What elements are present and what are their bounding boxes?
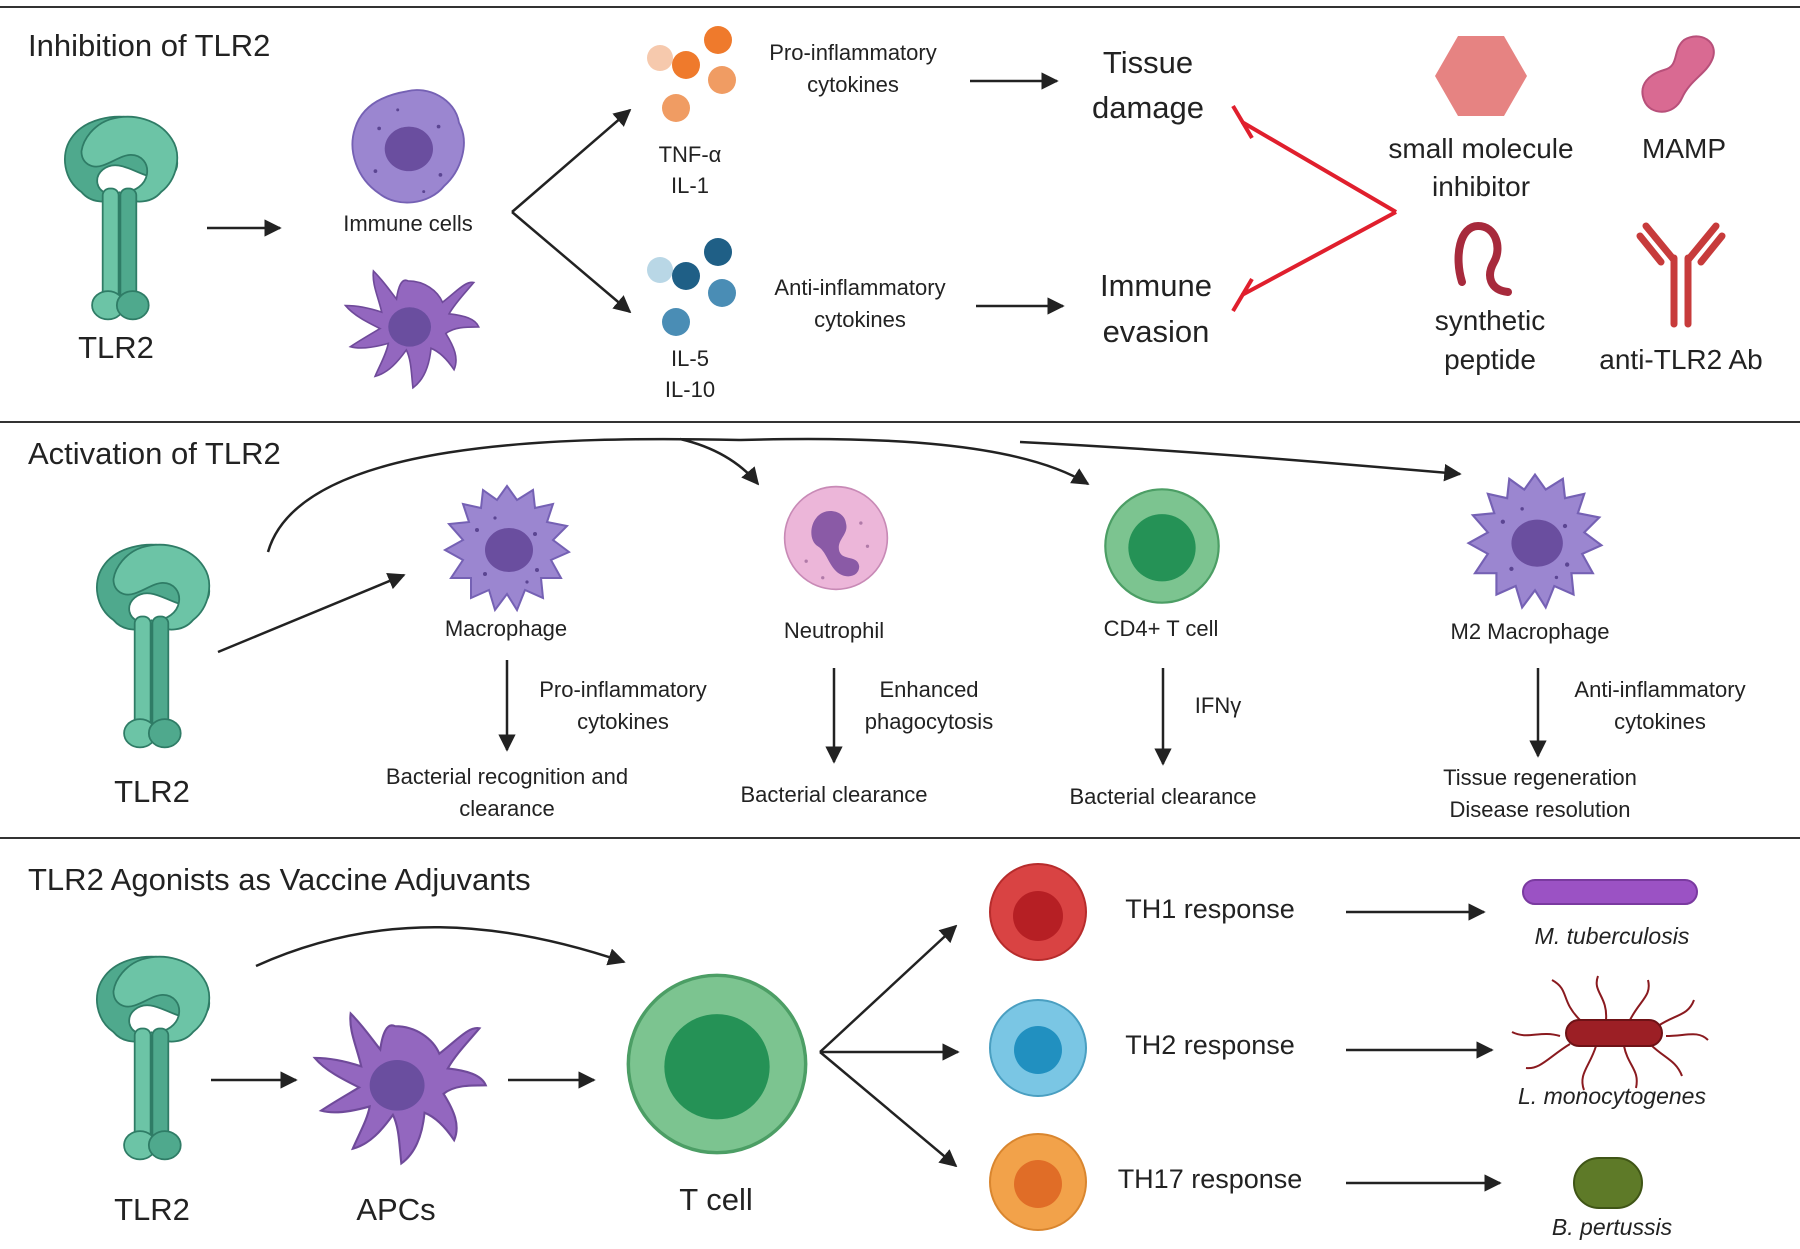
pro-cytokine-1: TNF-α	[659, 142, 722, 167]
mamp-label: MAMP	[1642, 133, 1726, 164]
small-molecule-l1: small molecule	[1388, 133, 1573, 164]
pro-cytokine-icons	[647, 26, 736, 122]
th2-pathogen: L. monocytogenes	[1518, 1083, 1706, 1109]
arrow-to-pro	[511, 108, 632, 213]
mamp-icon	[1641, 35, 1715, 113]
immune-evasion-l2: evasion	[1103, 314, 1210, 349]
inhibition-bar	[1231, 104, 1398, 313]
th1-nucleus	[1013, 891, 1063, 941]
macrophage-arrow-l2: cytokines	[577, 709, 669, 734]
curve-main	[266, 437, 741, 553]
anti-cytokine-2: IL-10	[665, 377, 715, 402]
receptor-label: TLR2	[114, 1192, 190, 1227]
anti-label-1: Anti-inflammatory	[774, 275, 945, 300]
arrow-to-cd4	[739, 437, 1090, 486]
t-cell-icon	[1104, 488, 1220, 604]
macrophage-result-l1: Bacterial recognition and	[386, 764, 628, 789]
th17-label: TH17 response	[1118, 1164, 1303, 1194]
pro-cytokine-2: IL-1	[671, 173, 709, 198]
macrophage-arrow-l1: Pro-inflammatory	[539, 677, 706, 702]
receptor-label: TLR2	[78, 330, 154, 365]
arrow-to-neutrophil	[679, 437, 760, 486]
neutrophil-arrow-l2: phagocytosis	[865, 709, 993, 734]
section-title-activation: Activation of TLR2	[28, 436, 281, 471]
section-title-inhibition: Inhibition of TLR2	[28, 28, 270, 63]
immune-evasion-l1: Immune	[1100, 268, 1212, 303]
arrow-to-th1	[819, 924, 958, 1053]
arrow-to-m2	[1019, 440, 1462, 482]
neutrophil-result: Bacterial clearance	[740, 782, 927, 807]
bacterium-icon	[1522, 879, 1698, 905]
m2-arrow-l1: Anti-inflammatory	[1574, 677, 1745, 702]
inhibition-section: Inhibition of TLR2 TLR2 Immune cells TNF…	[28, 26, 1763, 402]
macrophage-label: Macrophage	[445, 616, 567, 641]
macrophage-icon	[1467, 473, 1603, 609]
peptide-l2: peptide	[1444, 344, 1536, 375]
neutrophil-label: Neutrophil	[784, 618, 884, 643]
th2-label: TH2 response	[1125, 1030, 1295, 1060]
antibody-label: anti-TLR2 Ab	[1599, 344, 1762, 375]
pro-label-1: Pro-inflammatory	[769, 40, 936, 65]
arrow-to-th17	[819, 1051, 958, 1168]
th17-pathogen: B. pertussis	[1552, 1214, 1673, 1240]
vaccine-section: TLR2 Agonists as Vaccine Adjuvants TLR2 …	[28, 862, 1709, 1240]
macrophage-icon	[351, 89, 465, 204]
dendritic-cell-icon	[313, 1012, 487, 1165]
antibody-icon	[1636, 222, 1726, 328]
small-molecule-l2: inhibitor	[1432, 171, 1530, 202]
anti-label-2: cytokines	[814, 307, 906, 332]
immune-cells-label: Immune cells	[343, 211, 473, 236]
th1-label: TH1 response	[1125, 894, 1295, 924]
tissue-damage-l1: Tissue	[1103, 45, 1193, 80]
apcs-label: APCs	[356, 1192, 435, 1227]
tlr2-receptor-icon	[95, 543, 211, 749]
macrophage-icon	[444, 485, 570, 611]
neutrophil-icon	[783, 485, 889, 591]
dendritic-cell-icon	[344, 270, 480, 389]
tcell-label: T cell	[679, 1182, 753, 1217]
anti-cytokine-icons	[647, 238, 736, 336]
m2-result-l1: Tissue regeneration	[1443, 765, 1637, 790]
m2-label: M2 Macrophage	[1451, 619, 1610, 644]
peptide-icon	[1454, 221, 1512, 296]
arrow-to-macrophage	[217, 572, 406, 654]
tlr2-receptor-icon	[95, 955, 211, 1161]
arrow-to-anti	[511, 211, 632, 314]
t-cell-icon	[626, 973, 808, 1155]
cd4-label: CD4+ T cell	[1104, 616, 1219, 641]
cd4-result: Bacterial clearance	[1069, 784, 1256, 809]
neutrophil-arrow-l1: Enhanced	[879, 677, 978, 702]
activation-section: Activation of TLR2 TLR2 Macrophage Pro-i…	[28, 436, 1746, 822]
section-title-vaccine: TLR2 Agonists as Vaccine Adjuvants	[28, 862, 531, 897]
macrophage-result-l2: clearance	[459, 796, 554, 821]
cd4-arrow-l1: IFNγ	[1195, 693, 1241, 718]
bacterium-icon	[1511, 975, 1709, 1091]
m2-result-l2: Disease resolution	[1450, 797, 1631, 822]
bacterium-icon	[1573, 1157, 1643, 1209]
th17-nucleus	[1014, 1160, 1062, 1208]
pro-label-2: cytokines	[807, 72, 899, 97]
tlr2-receptor-icon	[63, 115, 179, 321]
th2-nucleus	[1014, 1026, 1062, 1074]
hexagon-icon	[1435, 36, 1527, 116]
anti-cytokine-1: IL-5	[671, 346, 709, 371]
receptor-label: TLR2	[114, 774, 190, 809]
m2-arrow-l2: cytokines	[1614, 709, 1706, 734]
tissue-damage-l2: damage	[1092, 90, 1204, 125]
peptide-l1: synthetic	[1435, 305, 1546, 336]
arrow-tlr2-to-tcell	[255, 926, 626, 968]
th1-pathogen: M. tuberculosis	[1535, 923, 1690, 949]
